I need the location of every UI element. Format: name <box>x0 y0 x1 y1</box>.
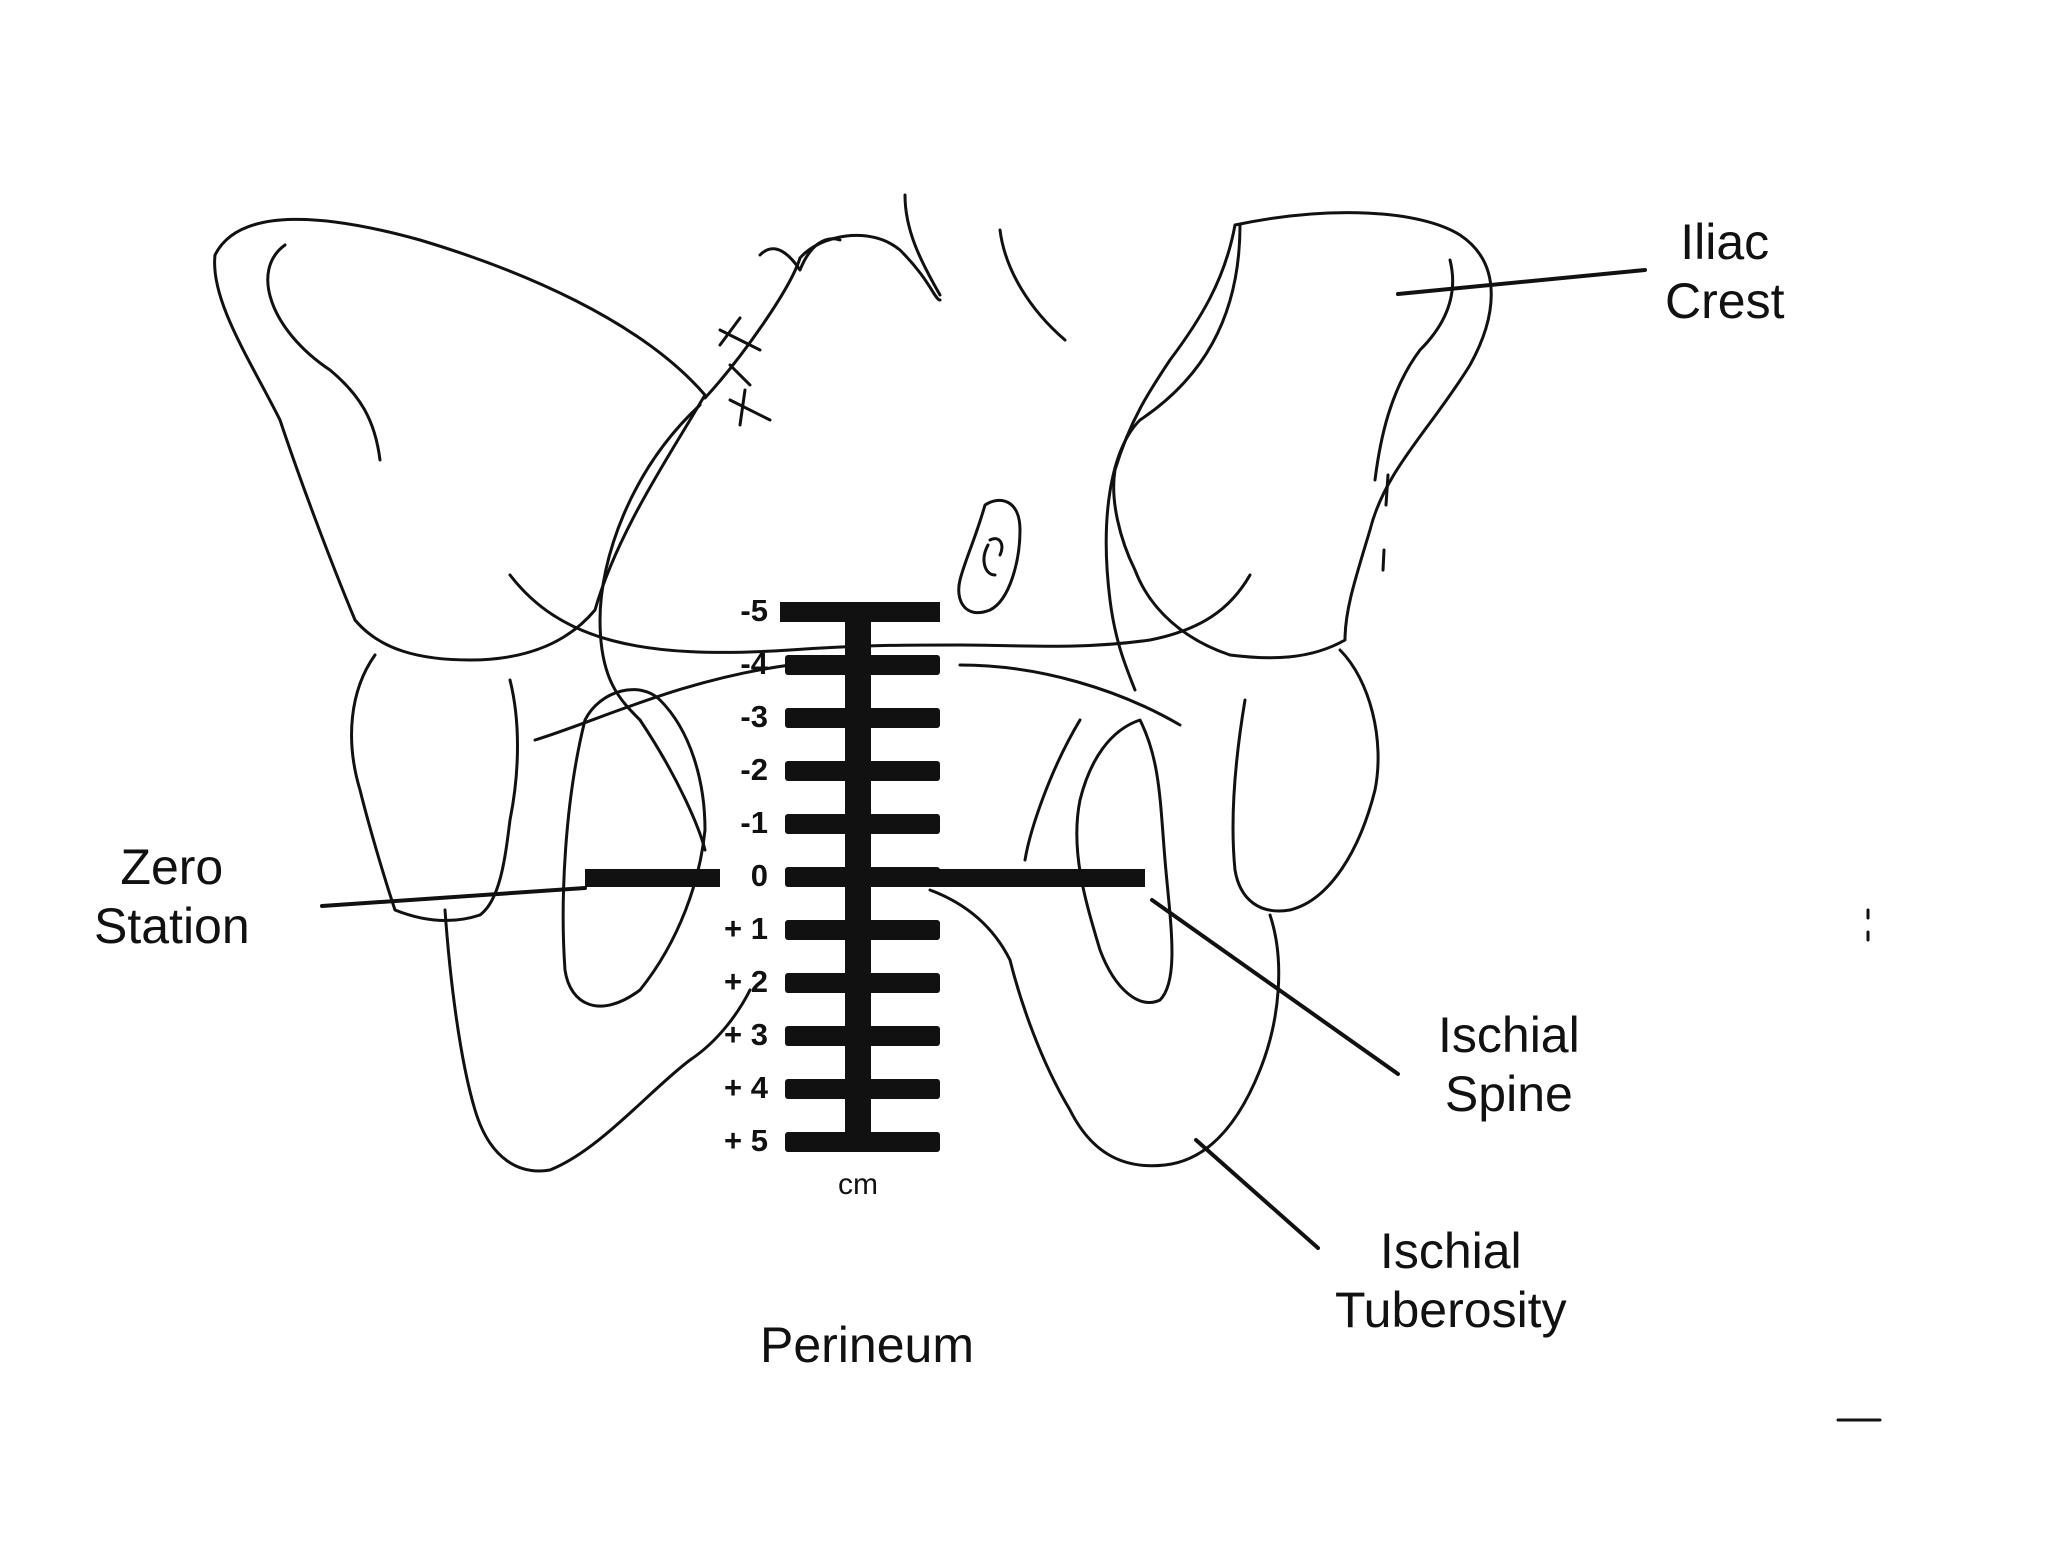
ruler-top-bar <box>780 602 940 622</box>
ruler-tick-label: -1 <box>740 805 768 840</box>
ruler-tick-label: + 5 <box>724 1123 768 1158</box>
ruler-bar <box>785 867 940 887</box>
left-acetabulum <box>350 653 519 922</box>
ruler-tick-label: + 3 <box>724 1017 768 1052</box>
ruler-bar <box>785 814 940 834</box>
label-zero-station-line1: Zero <box>120 839 224 895</box>
left-obturator <box>561 688 707 1008</box>
label-ischial-tuberosity-line2: Tuberosity <box>1335 1282 1567 1338</box>
label-iliac-crest-line2: Crest <box>1665 273 1785 329</box>
fetal-ear-inner <box>982 537 1004 577</box>
right-iliac-wing <box>1112 211 1493 660</box>
pelvic-brim-upper <box>508 573 1252 654</box>
ruler-bar <box>785 761 940 781</box>
ruler-tick-label: + 4 <box>724 1070 768 1105</box>
ruler-bar <box>785 973 940 993</box>
label-iliac-crest-line1: Iliac <box>1680 214 1770 270</box>
ischial-spine-leader <box>1150 898 1400 1076</box>
sacrum-lines <box>903 193 1067 342</box>
head-outline-left <box>598 403 702 722</box>
ruler-tick-label: -4 <box>740 646 768 681</box>
ruler-bar <box>785 1026 940 1046</box>
ruler-bar <box>785 655 940 675</box>
zero-station-leader <box>320 886 587 908</box>
ruler-tick-label: -2 <box>740 752 768 787</box>
label-perineum: Perineum <box>760 1317 974 1373</box>
left-iliac-wing <box>213 217 707 662</box>
label-ischial-tuberosity: Ischial Tuberosity <box>1335 1222 1567 1340</box>
unit-label: cm <box>838 1168 878 1201</box>
ruler-tick-label: + 1 <box>724 911 768 946</box>
sacrum-foramen-1 <box>718 316 762 387</box>
label-ischial-spine-line1: Ischial <box>1438 1007 1580 1063</box>
left-ischium <box>443 908 752 1173</box>
right-iliac-inner-line <box>1373 258 1455 482</box>
label-ischial-spine: Ischial Spine <box>1438 1006 1580 1124</box>
label-ischial-spine-line2: Spine <box>1444 1066 1573 1122</box>
right-iliac-dash <box>1381 473 1390 572</box>
ruler-bar <box>785 1079 940 1099</box>
ruler-tick-label: -5 <box>740 593 768 628</box>
ruler-bar <box>785 920 940 940</box>
ruler-tick-label: 0 <box>750 858 768 893</box>
ischial-tuberosity-leader <box>1194 1138 1320 1250</box>
label-zero-station-line2: Station <box>94 898 250 954</box>
left-iliac-inner-line <box>266 243 382 462</box>
pelvic-brim-lower <box>533 658 1182 742</box>
station-ruler <box>780 602 940 1152</box>
sacrum-notch <box>758 237 842 272</box>
fetal-ear <box>957 498 1022 615</box>
ruler-bar <box>785 708 940 728</box>
ruler-tick-label: -3 <box>740 699 768 734</box>
iliac-crest-leader <box>1396 268 1647 296</box>
label-ischial-tuberosity-line1: Ischial <box>1379 1223 1522 1279</box>
right-obturator <box>1075 718 1174 1004</box>
head-outline-right <box>1104 223 1242 692</box>
right-pubic-line <box>1023 718 1082 862</box>
ruler-tick-label: + 2 <box>724 964 768 999</box>
right-acetabulum <box>1231 648 1380 913</box>
ruler-bar <box>785 1132 940 1152</box>
label-zero-station: Zero Station <box>94 838 250 956</box>
left-pubic-line <box>638 718 707 852</box>
sacrum-foramen-2 <box>728 388 772 427</box>
label-iliac-crest: Iliac Crest <box>1665 213 1784 331</box>
right-ischium <box>928 888 1281 1168</box>
